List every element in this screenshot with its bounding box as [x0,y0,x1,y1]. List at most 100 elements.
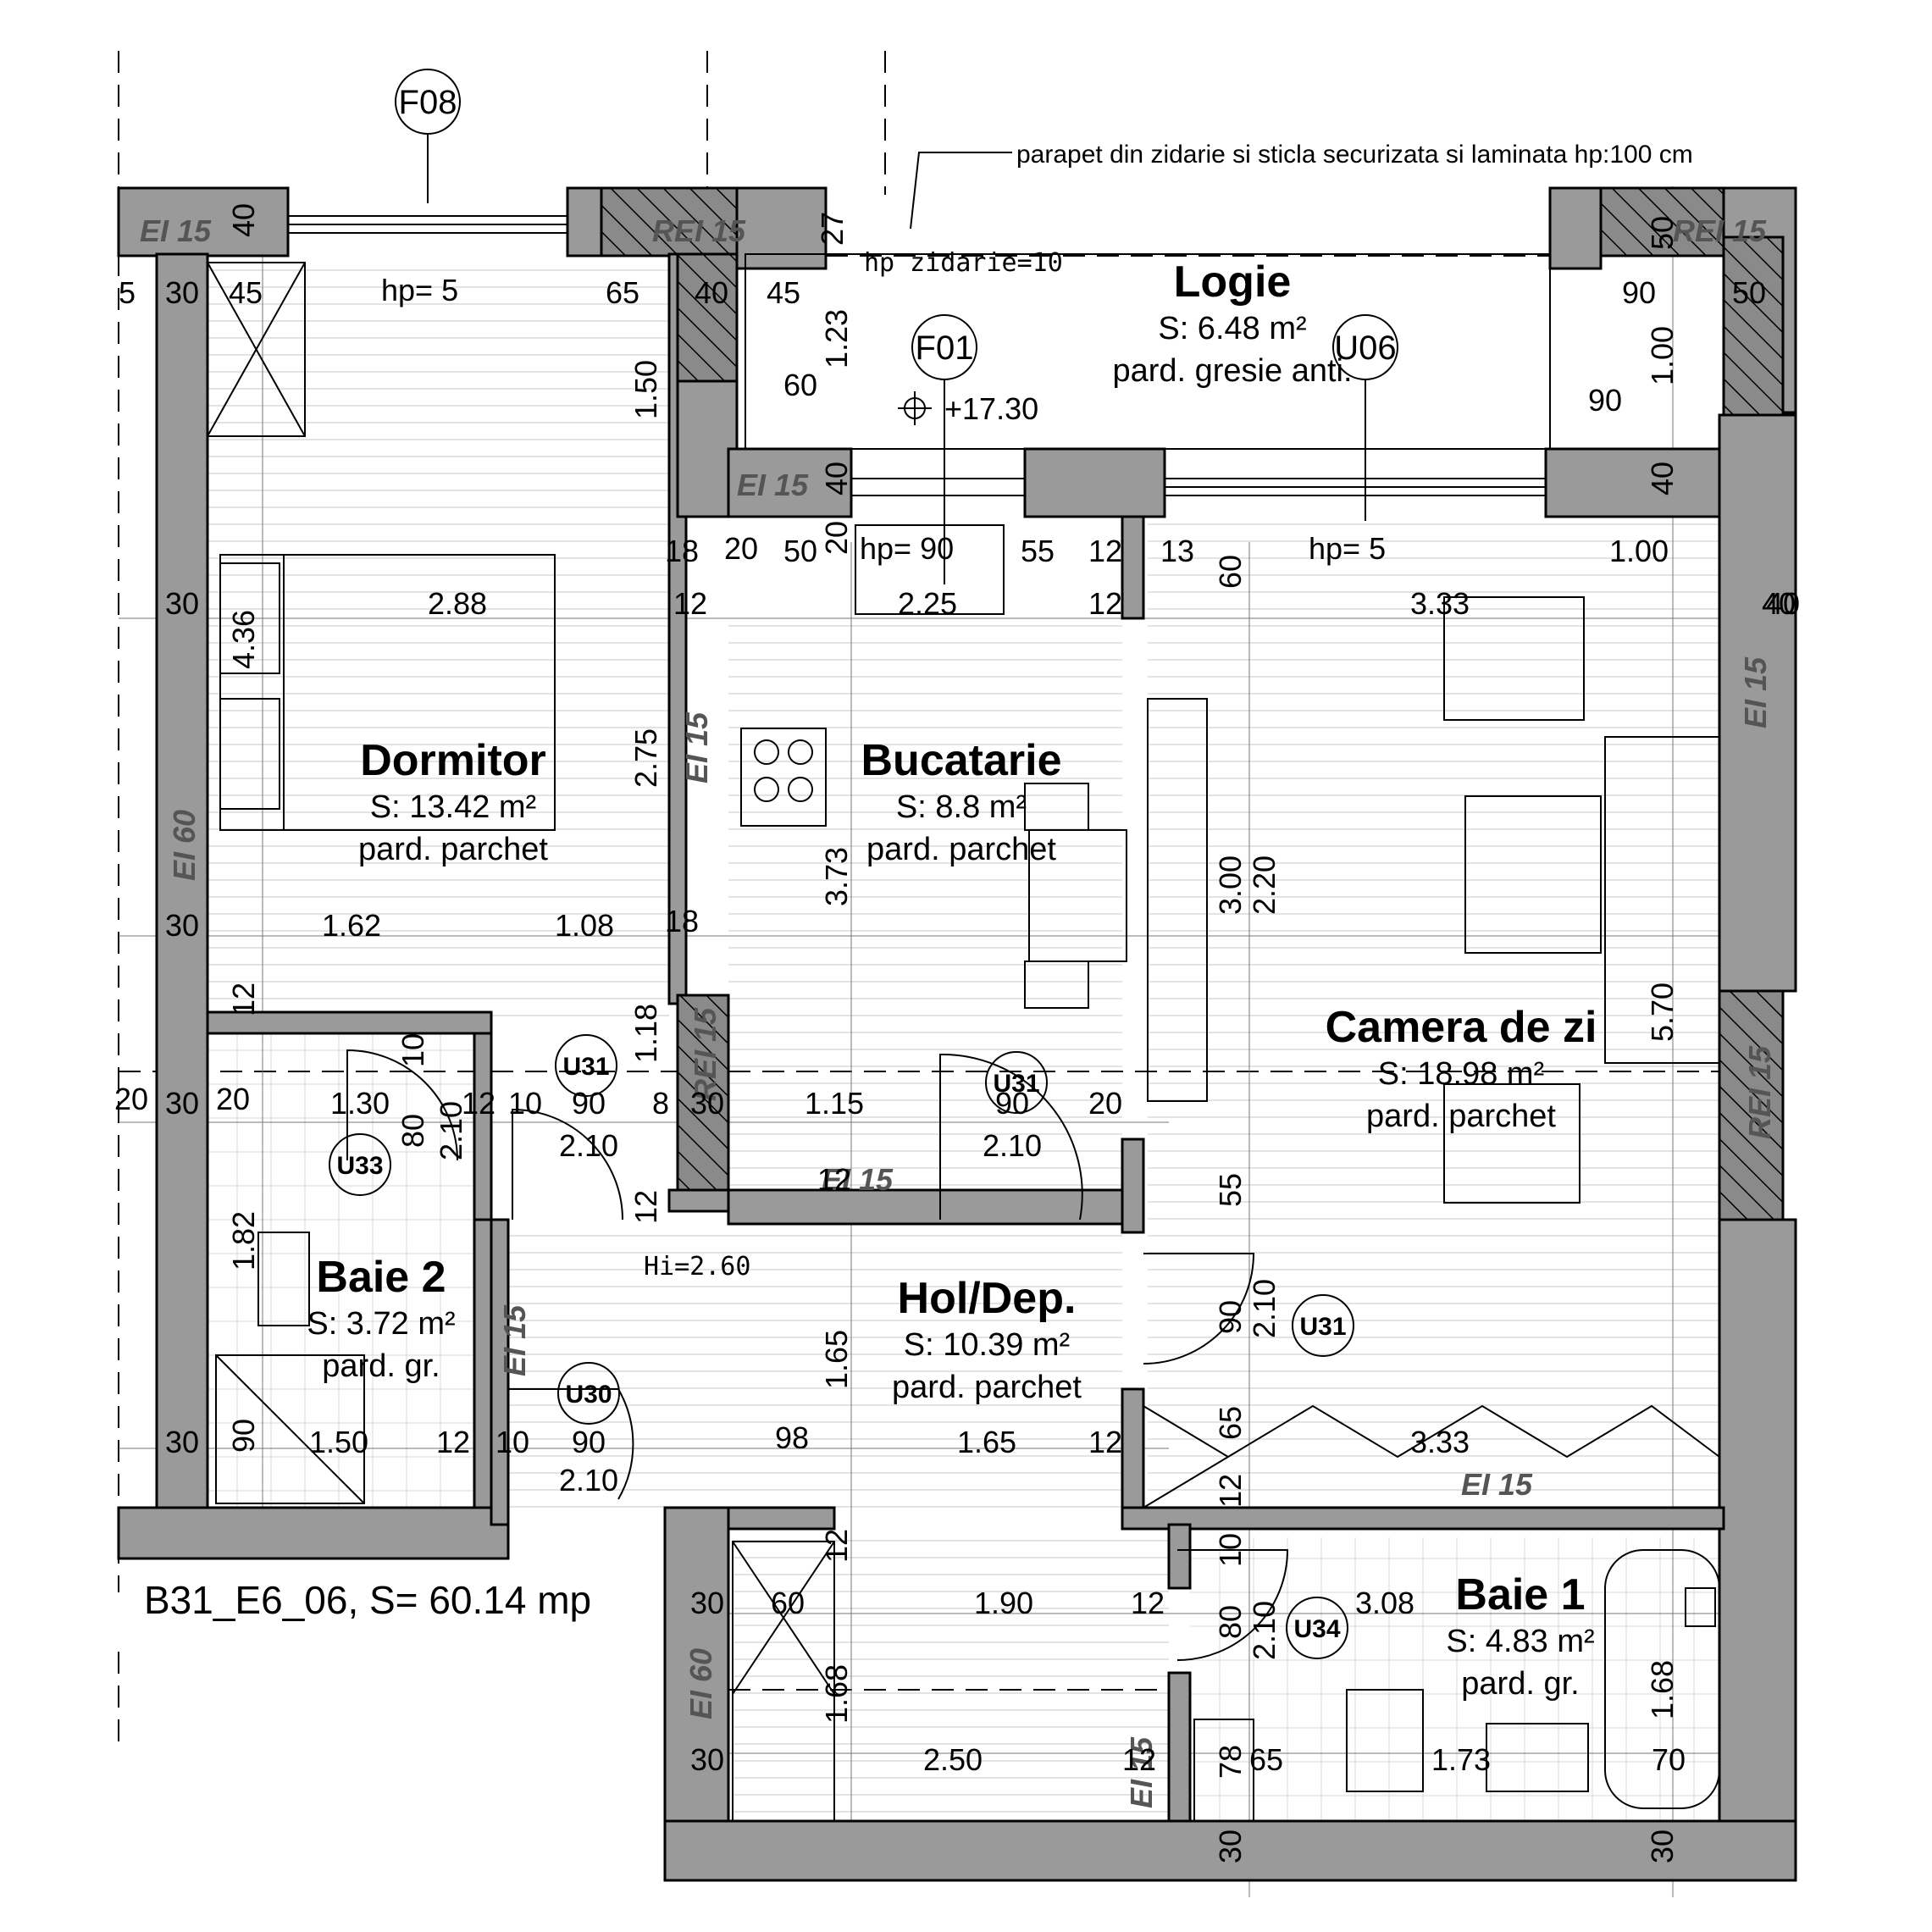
dim-label: 30 [690,1586,724,1620]
dim-label: 12 [817,1162,851,1197]
dim-label: 50 [1645,216,1680,250]
dim-label: 1.68 [1645,1660,1680,1719]
dim-label: 8 [652,1086,669,1121]
dim-label: 12 [1213,1474,1248,1508]
dim-label: 2.75 [628,728,663,788]
tag-f08: F08 [399,84,457,121]
dim-label: 2.50 [923,1742,983,1777]
dim-label: 10 [495,1425,529,1459]
dim-label: 3.08 [1355,1586,1414,1620]
dim-label: 12 [819,1529,854,1563]
fire-ratings: EI 15 REI 15 REI 15 EI 15 EI 15 EI 60 RE… [140,213,1777,1808]
camera-area: S: 18.98 m² [1378,1056,1544,1092]
tag-u31-b: U31 [993,1070,1039,1098]
dim-label: 3.73 [819,847,854,906]
dim-label: hp= 5 [1309,531,1386,566]
dim-label: 10 [396,1033,430,1067]
dim-label: 90 [1588,383,1622,418]
dim-label: 5.70 [1645,983,1680,1042]
dim-label: 13 [1160,534,1194,568]
dim-label: 40 [1762,586,1796,621]
dim-label: 12 [628,1190,663,1224]
dim-label: 1.82 [226,1211,261,1270]
furniture [207,262,1720,1822]
dim-label: 1.65 [819,1330,854,1389]
dormitor-area: S: 13.42 m² [370,789,536,825]
dim-label: 55 [1213,1173,1248,1207]
dim-label: 1.50 [309,1425,368,1459]
dim-label: 12 [1088,1425,1122,1459]
dim-label: 60 [1213,555,1248,589]
element-tags: F08 F01 U06 U31 U31 U31 U33 U30 U34 [329,69,1398,1659]
dim-label: 12 [673,586,707,621]
dormitor-floor: pard. parchet [358,832,548,867]
tag-u06: U06 [1334,329,1396,367]
hol-floor: pard. parchet [892,1370,1082,1405]
dim-label: hp= 90 [860,531,954,566]
dim-label: 30 [690,1742,724,1777]
hol-area: S: 10.39 m² [904,1327,1070,1363]
dim-label: 30 [165,275,199,310]
tag-u33: U33 [336,1152,383,1180]
dim-label: 1.00 [1609,534,1669,568]
dim-label: 12 [462,1086,495,1121]
dim-label: 12 [226,983,261,1016]
dim-label: 30 [165,908,199,943]
dim-label: 2.25 [898,586,957,621]
dim-label: 45 [229,275,263,310]
dim-label: 30 [1645,1830,1680,1863]
dim-label: 12 [1131,1586,1165,1620]
dim-label: 10 [1213,1533,1248,1567]
dim-label: 4.36 [226,610,261,669]
dim-label: 3.00 [1213,855,1248,915]
dim-label: 70 [1652,1742,1686,1777]
baie1-name: Baie 1 [1455,1570,1585,1619]
dim-label: hp= 5 [381,273,458,307]
room-labels: Logie S: 6.48 m² pard. gresie anti. Dorm… [307,257,1597,1702]
hp-zidarie-note: hp zidarie=10 [864,248,1063,278]
baie1-area: S: 4.83 m² [1446,1624,1594,1659]
dim-label: 1.30 [330,1086,390,1121]
dim-label: 2.10 [1247,1279,1282,1338]
dim-label: 20 [114,1082,148,1116]
dim-label: 12 [1088,586,1122,621]
dim-label: 20 [216,1082,250,1116]
logie-area: S: 6.48 m² [1158,311,1306,346]
dim-label: 1.50 [628,360,663,419]
fire-rei15-right: REI 15 [1742,1045,1777,1139]
dim-label: 5 [119,275,136,310]
dim-label: 12 [1088,534,1122,568]
apartment-label: B31_E6_06, S= 60.14 mp [144,1578,591,1622]
level-mark: +17.30 [944,391,1038,426]
dim-label: 80 [1213,1605,1248,1639]
parapet-note: parapet din zidarie si sticla securizata… [1016,141,1693,169]
bucatarie-floor: pard. parchet [866,832,1056,867]
dim-label: 2.20 [1247,855,1282,915]
hol-name: Hol/Dep. [898,1274,1077,1323]
windows [287,215,1551,496]
baie2-name: Baie 2 [316,1253,446,1302]
dim-label: 10 [508,1086,542,1121]
dim-label: 20 [1088,1086,1122,1121]
dim-label: 80 [396,1114,430,1148]
dim-label: 40 [819,462,854,495]
dim-label: 2.88 [428,586,487,621]
height-note: Hi=2.60 [644,1252,750,1282]
dim-label: 2.10 [1247,1601,1282,1660]
tag-u31-a: U31 [562,1053,609,1081]
logie-floor: pard. gresie anti. [1112,353,1352,389]
fire-ei15-top-left: EI 15 [140,213,212,248]
dim-label: 2.10 [559,1463,618,1497]
fire-ei15-bottom: EI 15 [1124,1736,1159,1808]
dim-label: 50 [1732,275,1766,310]
dim-label: 60 [771,1586,805,1620]
dim-label: 27 [815,212,850,246]
camera-floor: pard. parchet [1366,1099,1556,1134]
dim-label: 2.10 [983,1128,1042,1163]
dim-label: 30 [1213,1830,1248,1863]
dim-label: 2.10 [559,1128,618,1163]
dimensions: 40 5 30 45 hp= 5 65 1.50 40 45 27 1.23 6… [114,203,1800,1863]
dim-label: 50 [783,534,817,568]
dim-label: 90 [1213,1300,1248,1334]
